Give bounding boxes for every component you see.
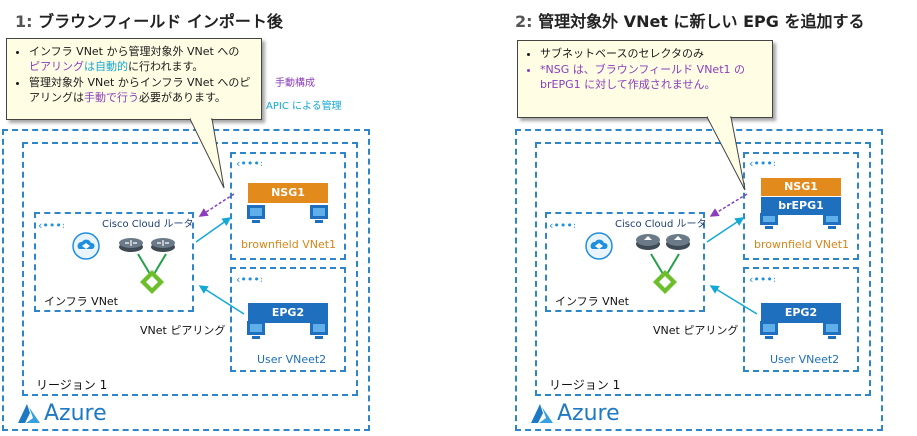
monitor-icon xyxy=(247,321,328,339)
infra-vnet-box xyxy=(34,212,194,312)
step-title: 管理対象外 VNet に新しい EPG を追加する xyxy=(538,12,865,31)
azure-wordmark: Azure xyxy=(44,401,107,426)
azure-logo-icon xyxy=(531,404,553,423)
router-icon xyxy=(666,234,690,250)
vnet-icon: ‹•••› xyxy=(549,219,575,231)
region-boundary xyxy=(515,129,883,431)
svg-text:‹•••›: ‹•••› xyxy=(749,273,775,285)
infra-vnet-box xyxy=(545,212,705,312)
panel-brownfield-import: 1: ブラウンフィールド インポート後 ‹•••› ‹•••› ‹•••› Ci… xyxy=(0,0,458,436)
router-icon xyxy=(119,238,143,252)
epg2-badge: EPG2 xyxy=(761,303,841,323)
vnet2-label: User VNeet2 xyxy=(257,353,327,366)
panel-title: 2: 管理対象外 VNet に新しい EPG を追加する xyxy=(515,8,864,32)
step-number: 1: xyxy=(15,12,33,31)
region-label: リージョン 1 xyxy=(549,378,621,392)
callout-item: インフラ VNet から管理対象外 VNet への ピアリングは自動的に行われま… xyxy=(29,44,253,74)
router-label: Cisco Cloud ルータ xyxy=(615,219,707,230)
legend-manual: 手動構成 xyxy=(275,78,315,89)
brepg1-badge: brEPG1 xyxy=(761,197,841,215)
infra-vnet-label: インフラ VNet xyxy=(44,295,119,308)
infra-vnet-label: インフラ VNet xyxy=(555,295,630,308)
svg-text:‹•••›: ‹•••› xyxy=(236,273,262,285)
region-label: リージョン 1 xyxy=(36,378,108,392)
panel-add-epg: 2: 管理対象外 VNet に新しい EPG を追加する ‹•••› ‹•••›… xyxy=(459,0,917,436)
monitor-icon xyxy=(760,213,841,229)
region-inner-boundary xyxy=(535,142,871,396)
vnet2-box xyxy=(743,267,859,372)
vnet-icon: ‹•••› xyxy=(749,273,775,285)
vnet-icon: ‹•••› xyxy=(749,157,775,169)
region-inner-boundary xyxy=(22,142,358,396)
monitor-icon xyxy=(760,321,841,339)
router-icon xyxy=(151,238,175,252)
svg-text:‹•••›: ‹•••› xyxy=(749,157,775,169)
legend-apic: APIC による管理 xyxy=(266,101,342,112)
vnet1-box xyxy=(743,152,859,260)
azure-wordmark: Azure xyxy=(557,401,620,426)
vnet1-label: brownfield VNet1 xyxy=(241,238,337,251)
vnet2-label: User VNeet2 xyxy=(770,353,840,366)
peering-arrows xyxy=(195,193,245,315)
svg-text:‹•••›: ‹•••› xyxy=(549,219,575,231)
panel-title: 1: ブラウンフィールド インポート後 xyxy=(15,8,283,32)
router-icon xyxy=(636,234,660,250)
cloud-router-icon xyxy=(585,232,613,260)
hub-icon xyxy=(650,253,680,294)
callout-note: インフラ VNet から管理対象外 VNet への ピアリングは自動的に行われま… xyxy=(6,38,262,120)
callout-note: サブネットベースのセレクタのみ *NSG は、ブラウンフィールド VNet1 の… xyxy=(517,40,773,118)
nsg1-badge: NSG1 xyxy=(248,183,328,203)
svg-text:‹•••›: ‹•••› xyxy=(236,157,262,169)
callout-pointer xyxy=(190,118,225,189)
region-boundary xyxy=(2,129,370,431)
vnet-icon: ‹•••› xyxy=(236,273,262,285)
step-number: 2: xyxy=(515,12,533,31)
hub-icon xyxy=(137,253,167,294)
callout-item: サブネットベースのセレクタのみ xyxy=(540,46,764,61)
vnet1-box xyxy=(230,152,346,260)
step-title: ブラウンフィールド インポート後 xyxy=(38,12,283,31)
callout-pointer xyxy=(707,116,746,191)
vnet-peering-label: VNet ピアリング xyxy=(140,324,226,337)
monitor-icon xyxy=(247,205,328,223)
peering-arrows xyxy=(706,193,758,315)
epg2-badge: EPG2 xyxy=(248,303,328,323)
svg-text:‹•••›: ‹•••› xyxy=(38,219,64,231)
azure-logo-icon xyxy=(18,404,40,423)
router-label: Cisco Cloud ルータ xyxy=(102,219,194,230)
vnet-icon: ‹•••› xyxy=(236,157,262,169)
vnet-icon: ‹•••› xyxy=(38,219,64,231)
callout-item: 管理対象外 VNet からインフラ VNet へのピアリングは手動で行う必要があ… xyxy=(29,75,253,105)
vnet-peering-label: VNet ピアリング xyxy=(653,324,739,337)
vnet1-label: brownfield VNet1 xyxy=(754,238,850,251)
vnet2-box xyxy=(230,267,346,372)
nsg1-badge: NSG1 xyxy=(761,178,841,196)
cloud-router-icon xyxy=(72,232,100,260)
